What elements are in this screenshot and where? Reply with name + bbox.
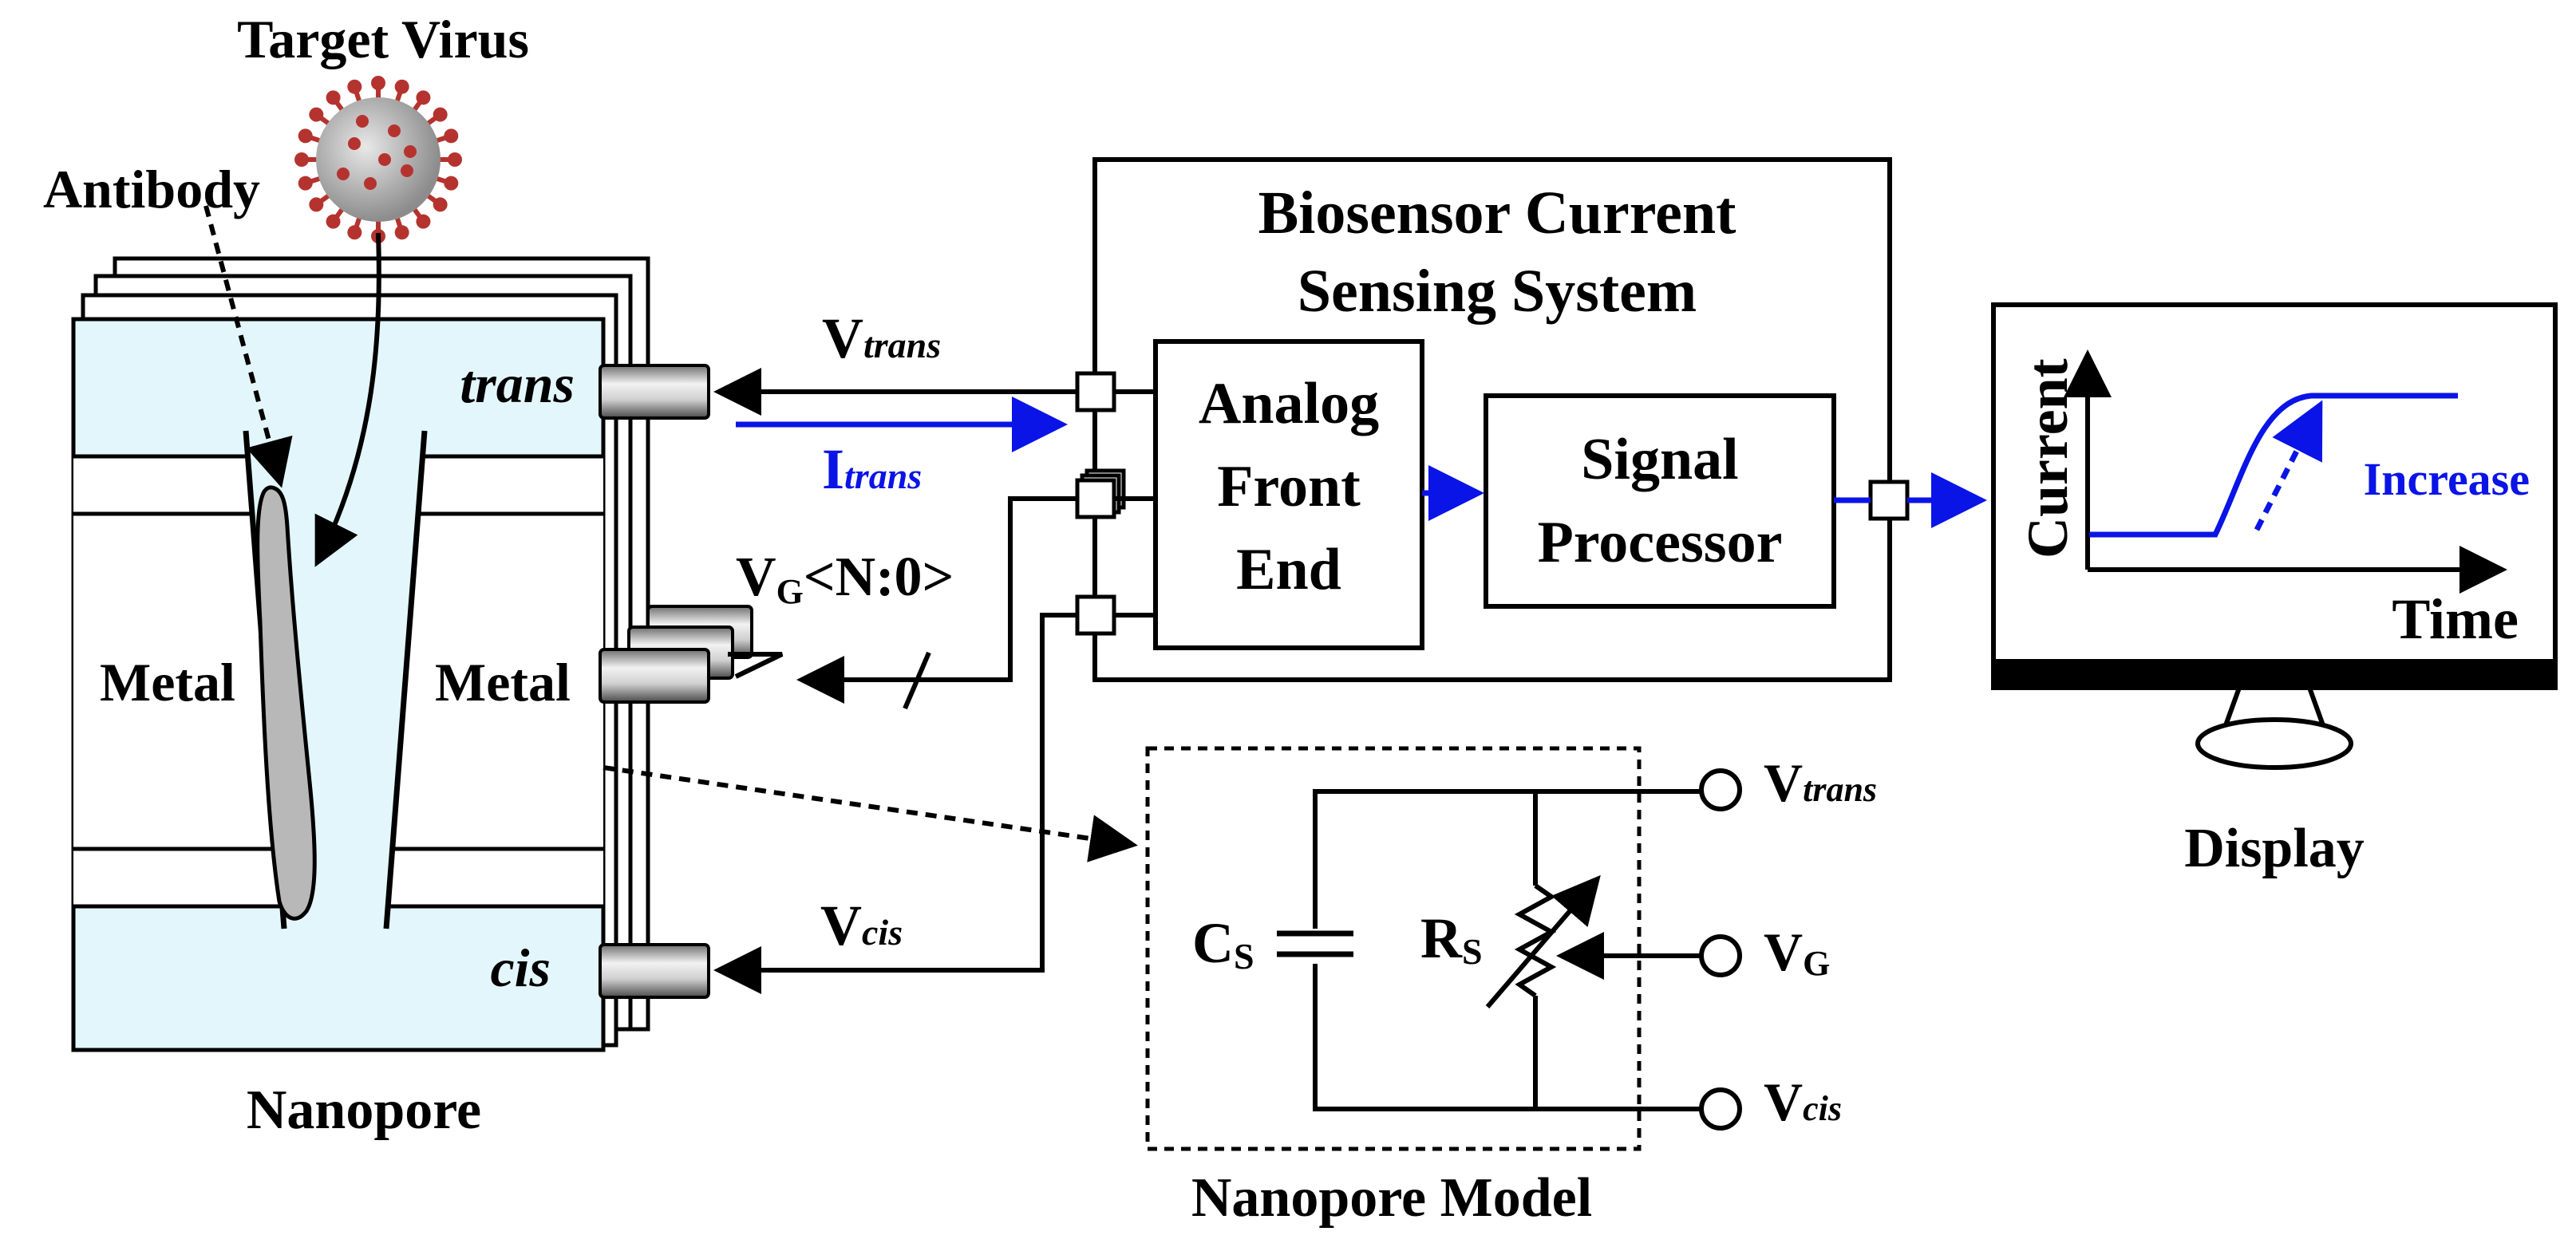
rs-label: RS <box>1420 906 1483 972</box>
system-title-line2: Sensing System <box>1298 258 1697 325</box>
system-title-line1: Biosensor Current <box>1258 180 1736 247</box>
electrode-cis <box>599 943 710 999</box>
capacitor-icon <box>1277 929 1353 964</box>
afe-line2: Front <box>1217 454 1361 519</box>
variable-resistor-icon <box>1485 874 1601 1008</box>
electrode-trans <box>599 364 710 420</box>
axis-time-label: Time <box>2392 587 2519 651</box>
cis-label: cis <box>490 937 551 998</box>
port-trans <box>1075 371 1116 412</box>
metal-left-label: Metal <box>100 652 235 712</box>
vg-bus-wire <box>796 496 1077 704</box>
vtrans-label: Vtrans <box>822 306 941 370</box>
model-outer-wire <box>1313 789 1700 1111</box>
vg-bus-slash <box>903 651 931 710</box>
current-trace <box>2089 393 2458 538</box>
electrode-gate <box>599 648 710 704</box>
nanopore-label: Nanopore <box>247 1079 481 1141</box>
virus-icon <box>294 76 462 243</box>
sensing-system-box <box>1092 157 1892 682</box>
vg-bus-branch <box>728 652 784 679</box>
metal-right-label: Metal <box>435 652 571 712</box>
afe-line3: End <box>1236 537 1341 602</box>
vcis-wire <box>713 613 1077 994</box>
nanopore-model-box <box>1145 746 1642 1151</box>
trans-label: trans <box>460 353 575 414</box>
cs-label: CS <box>1192 911 1254 977</box>
axis-current-label: Current <box>2016 358 2080 558</box>
antibody-label: Antibody <box>43 159 260 219</box>
sp-line1: Signal <box>1581 427 1738 492</box>
analog-front-end-block <box>1153 339 1424 650</box>
signal-processor-block <box>1484 393 1836 609</box>
itrans-label: Itrans <box>822 437 922 501</box>
model-vg-label: VG <box>1764 921 1830 983</box>
terminal-vg <box>1699 934 1742 977</box>
port-cis <box>1075 594 1116 636</box>
vg-label: VG<N:0> <box>736 547 954 611</box>
monitor-base <box>2195 717 2353 770</box>
vcis-label: Vcis <box>820 894 903 957</box>
monitor-bezel <box>1993 659 2555 688</box>
terminal-vtrans <box>1699 768 1742 811</box>
terminal-vcis <box>1699 1087 1742 1131</box>
increase-arrow <box>2254 400 2323 531</box>
port-gate <box>1075 478 1116 519</box>
pore-wall-right <box>383 430 428 929</box>
nanopore-stack <box>71 256 650 1052</box>
display-label: Display <box>2184 818 2365 879</box>
target-virus-label: Target Virus <box>237 9 529 69</box>
antibody-pointer-arrow <box>203 205 293 488</box>
sp-line2: Processor <box>1538 510 1783 575</box>
model-vtrans-label: Vtrans <box>1764 752 1877 813</box>
increase-label: Increase <box>2364 453 2530 505</box>
virus-entry-arrow <box>314 232 381 567</box>
electrodes <box>599 364 753 999</box>
antibody-shape <box>255 485 317 921</box>
model-vcis-label: Vcis <box>1764 1071 1842 1132</box>
nanopore-model-label: Nanopore Model <box>1191 1167 1592 1229</box>
model-pointer-arrow <box>603 765 1138 862</box>
port-output <box>1868 479 1910 521</box>
afe-line1: Analog <box>1199 371 1379 436</box>
